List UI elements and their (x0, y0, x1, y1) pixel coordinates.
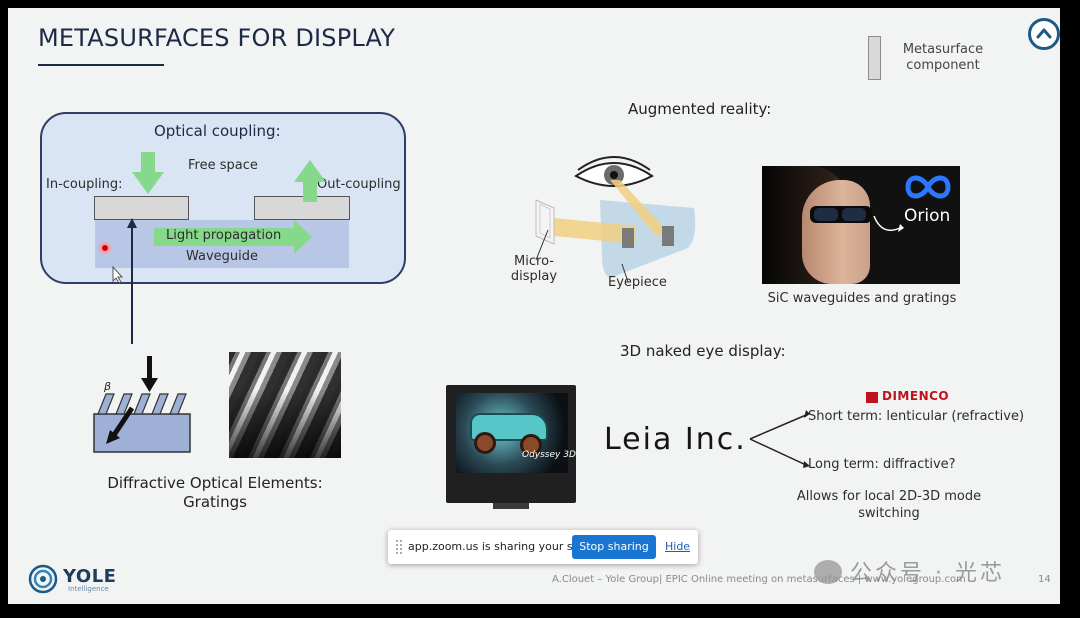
allows-line1: Allows for local 2D-3D mode (796, 489, 982, 504)
out-coupler-grating (254, 196, 350, 220)
grating-schematic (93, 356, 191, 453)
leia-arrows (749, 410, 810, 468)
legend-label: Metasurface component (902, 42, 984, 73)
doe-caption-line1: Diffractive Optical Elements: (107, 474, 323, 492)
slide-title: METASURFACES FOR DISPLAY (38, 24, 396, 52)
photo-face (802, 180, 870, 284)
orion-photo: Orion (762, 166, 960, 284)
footer-credit: A.Clouet – Yole Group| EPIC Online meeti… (552, 574, 966, 585)
zoom-sharing-bar: app.zoom.us is sharing your screen. Stop… (388, 530, 698, 564)
optical-coupling-heading: Optical coupling: (154, 122, 281, 140)
waveguide-label: Waveguide (186, 249, 259, 264)
legend-swatch (868, 36, 881, 80)
coupling-arrows (127, 152, 326, 344)
yole-logo-icon (28, 564, 58, 594)
photo-lens-right (842, 208, 866, 221)
yole-brand: YOLE (63, 566, 117, 587)
free-space-label: Free space (188, 158, 258, 173)
eyepiece-label: Eyepiece (608, 275, 667, 290)
slide: METASURFACES FOR DISPLAY Metasurface com… (8, 8, 1060, 604)
stop-sharing-button[interactable]: Stop sharing (572, 535, 656, 559)
hide-link[interactable]: Hide (665, 540, 691, 553)
meta-infinity-icon (905, 175, 951, 199)
home-button[interactable] (1028, 18, 1060, 50)
in-coupling-label: In-coupling: (46, 177, 123, 192)
chevron-up-icon (1036, 28, 1052, 39)
dimenco-logo: DIMENCO (882, 389, 950, 403)
odyssey-label: Odyssey 3D (522, 450, 576, 460)
ar-heading: Augmented reality: (628, 100, 772, 118)
micro-display-label: Micro- display (506, 254, 562, 284)
out-coupling-label: Out-coupling (317, 177, 401, 192)
allows-line2: switching (858, 506, 920, 521)
yole-brand-sub: Intelligence (68, 585, 109, 593)
wechat-icon (814, 560, 842, 584)
short-term-label: Short term: lenticular (refractive) (808, 409, 1025, 424)
title-underline (38, 64, 164, 66)
car-wheel-rear (520, 434, 542, 456)
sem-grating-shade (229, 352, 341, 458)
allows-label: Allows for local 2D-3D mode switching (776, 488, 1002, 522)
dimenco-icon (866, 392, 878, 403)
ar-eyepiece-diagram (535, 156, 696, 283)
page-number: 14 (1038, 574, 1051, 585)
leia-logo: Leia Inc. (604, 422, 747, 457)
zoom-sharing-message: app.zoom.us is sharing your screen. (408, 540, 607, 553)
in-coupler-grating (94, 196, 189, 220)
micro-display-line2: display (510, 269, 558, 284)
watermark-text: 公众号 · 光芯 (850, 561, 1005, 586)
orion-caption: SiC waveguides and gratings (767, 291, 957, 306)
orion-brand: Orion (904, 206, 951, 226)
light-propagation-label: Light propagation (166, 228, 282, 243)
beta-label: β (104, 380, 112, 393)
cursor-marker-dot (102, 245, 108, 251)
photo-lens-left (814, 208, 838, 221)
micro-display-line1: Micro- (514, 254, 554, 269)
mouse-pointer-icon (112, 266, 124, 284)
drag-handle-icon[interactable] (396, 540, 402, 554)
naked-eye-heading: 3D naked eye display: (620, 342, 786, 360)
car-wheel-front (474, 432, 496, 454)
long-term-label: Long term: diffractive? (808, 457, 956, 472)
curved-arrow-icon (873, 215, 904, 232)
doe-caption: Diffractive Optical Elements: Gratings (80, 474, 350, 512)
monitor-stand (493, 503, 529, 509)
doe-caption-line2: Gratings (183, 493, 247, 511)
